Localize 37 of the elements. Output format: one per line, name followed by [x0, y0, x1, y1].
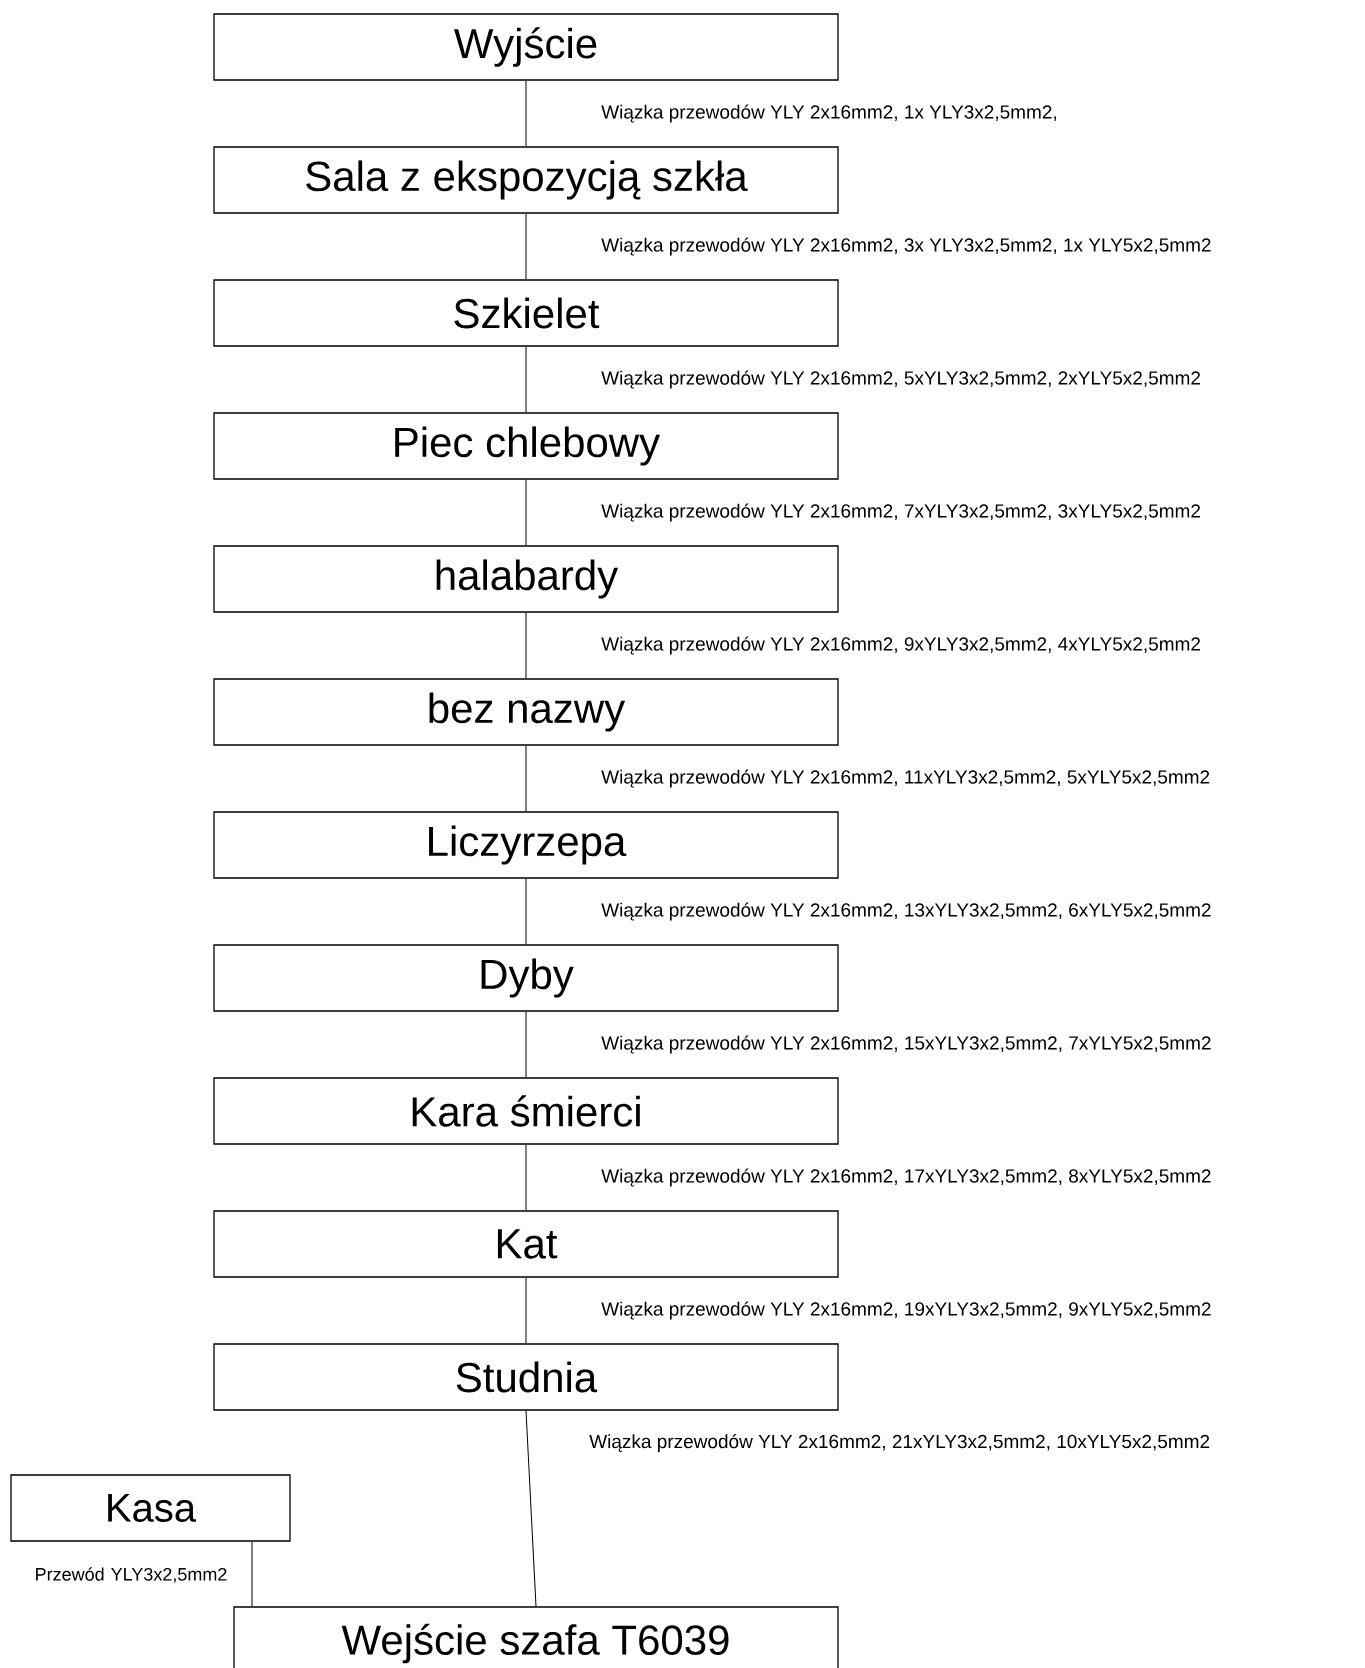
- edge-label: Wiązka przewodów YLY 2x16mm2, 17xYLY3x2,5mm2, 8xYLY5x2,5mm2: [601, 1168, 1211, 1187]
- edge-label: Wiązka przewodów YLY 2x16mm2, 1x YLY3x2,5mm2,: [601, 104, 1056, 123]
- edge-label: Wiązka przewodów YLY 2x16mm2, 21xYLY3x2,5mm2, 10xYLY5x2,5mm2: [589, 1434, 1210, 1452]
- cable-line: [525, 213, 527, 280]
- place-box: Studnia: [213, 1343, 839, 1411]
- place-box: Wyjście: [213, 13, 839, 81]
- cable-line: [525, 1011, 527, 1078]
- place-box: halabardy: [213, 545, 839, 613]
- place-box: Piec chlebowy: [213, 412, 839, 480]
- edge-label: Wiązka przewodów YLY 2x16mm2, 15xYLY3x2,5mm2, 7xYLY5x2,5mm2: [601, 1035, 1211, 1054]
- cable-line: [525, 80, 527, 147]
- place-box: Dyby: [213, 944, 839, 1012]
- cable-line: [251, 1541, 253, 1607]
- place-box: Kara śmierci: [213, 1077, 839, 1145]
- cable-line: [525, 612, 527, 679]
- place-box: Liczyrzepa: [213, 811, 839, 879]
- edge-label: Wiązka przewodów YLY 2x16mm2, 3x YLY3x2,5mm2, 1x YLY5x2,5mm2: [601, 237, 1211, 256]
- cable-line: [525, 479, 527, 546]
- place-box: Kasa: [10, 1474, 291, 1542]
- cable-line: [525, 1277, 527, 1344]
- edge-label: Przewód YLY3x2,5mm2: [36, 1567, 227, 1583]
- place-box: bez nazwy: [213, 678, 839, 746]
- edge-label: Wiązka przewodów YLY 2x16mm2, 7xYLY3x2,5mm2, 3xYLY5x2,5mm2: [601, 503, 1200, 522]
- cable-line: [525, 1410, 537, 1607]
- cable-line: [525, 1144, 527, 1211]
- cable-line: [525, 346, 527, 413]
- place-box: Szkielet: [213, 279, 839, 347]
- edge-label: Wiązka przewodów YLY 2x16mm2, 9xYLY3x2,5mm2, 4xYLY5x2,5mm2: [601, 636, 1200, 655]
- cable-line: [525, 745, 527, 812]
- place-box: Wejście szafa T6039: [233, 1606, 839, 1668]
- edge-label: Wiązka przewodów YLY 2x16mm2, 11xYLY3x2,5mm2, 5xYLY5x2,5mm2: [601, 769, 1210, 788]
- place-box: Kat: [213, 1210, 839, 1278]
- edge-label: Wiązka przewodów YLY 2x16mm2, 13xYLY3x2,5mm2, 6xYLY5x2,5mm2: [601, 902, 1211, 921]
- edge-label: Wiązka przewodów YLY 2x16mm2, 19xYLY3x2,5mm2, 9xYLY5x2,5mm2: [601, 1301, 1211, 1320]
- edge-label: Wiązka przewodów YLY 2x16mm2, 5xYLY3x2,5mm2, 2xYLY5x2,5mm2: [601, 370, 1200, 389]
- cable-line: [525, 878, 527, 945]
- place-box: Sala z ekspozycją szkła: [213, 146, 839, 214]
